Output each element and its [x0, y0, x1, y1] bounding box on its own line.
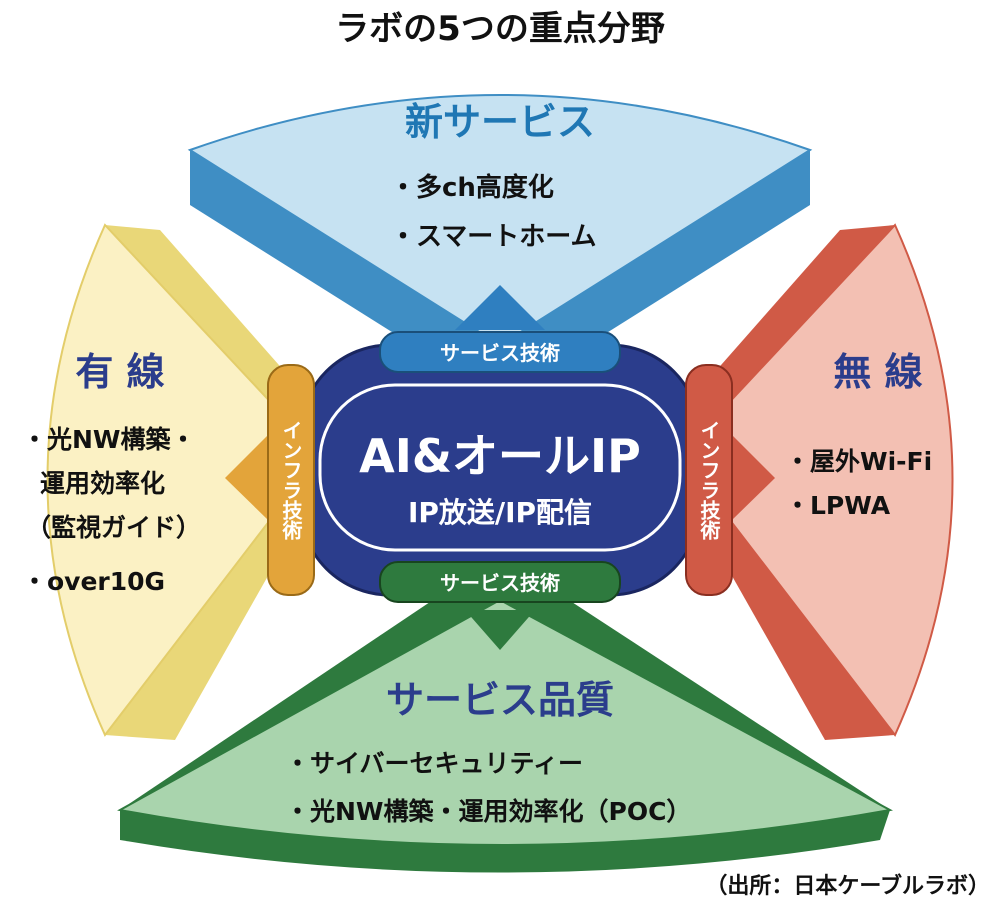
connector-bottom-label: サービス技術: [440, 571, 560, 595]
connector-right-label: インフラ技術: [697, 420, 721, 541]
arrow-down-icon: [465, 610, 535, 650]
section-bottom-heading: サービス品質: [386, 678, 614, 722]
section-bottom-item-2: ・光NW構築・運用効率化（POC）: [285, 797, 691, 826]
connector-top: サービス技術: [379, 331, 621, 373]
section-right: 無 線 ・屋外Wi-Fi ・LPWA: [655, 223, 954, 740]
section-right-item-1: ・屋外Wi-Fi: [785, 447, 932, 476]
center-main-label: AI&オールIP: [359, 429, 641, 483]
section-bottom: サービス品質 ・サイバーセキュリティー ・光NW構築・運用効率化（POC）: [117, 555, 893, 873]
section-top-item-2: ・スマートホーム: [390, 222, 596, 252]
arrow-right-icon: [732, 435, 775, 520]
section-top-item-1: ・多ch高度化: [390, 172, 554, 203]
connector-top-label: サービス技術: [440, 341, 560, 365]
center-sub-label: IP放送/IP配信: [408, 496, 592, 529]
section-right-face: [678, 223, 954, 737]
section-top-heading: 新サービス: [405, 100, 595, 144]
section-left-face: [46, 223, 322, 737]
section-bottom-face: [117, 598, 893, 846]
section-top-face: [187, 94, 813, 347]
section-bottom-item-1: ・サイバーセキュリティー: [285, 749, 583, 778]
section-top: 新サービス ・多ch高度化 ・スマートホーム: [187, 94, 813, 400]
connector-bottom-pill: [379, 561, 621, 603]
section-left-heading: 有 線: [75, 350, 164, 394]
center-hub: AI&オールIP IP放送/IP配信: [298, 343, 702, 597]
connector-left: インフラ技術: [267, 364, 315, 596]
section-right-heading: 無 線: [833, 350, 922, 394]
connector-right: インフラ技術: [685, 364, 733, 596]
source-note: （出所：日本ケーブルラボ）: [705, 873, 990, 899]
section-left-item-3: （監視ガイド）: [26, 513, 201, 542]
connector-left-label: インフラ技術: [279, 420, 303, 541]
connector-right-pill: [685, 364, 733, 596]
connector-bottom: サービス技術: [379, 561, 621, 603]
section-left-item-1: ・光NW構築・: [22, 425, 196, 454]
section-right-item-2: ・LPWA: [785, 491, 891, 520]
section-left: 有 線 ・光NW構築・ 運用効率化 （監視ガイド） ・over10G: [22, 223, 345, 740]
section-left-item-2: 運用効率化: [40, 469, 165, 498]
connector-left-pill: [267, 364, 315, 596]
diagram-title: ラボの5つの重点分野: [335, 9, 665, 49]
center-box-inner-ring: [318, 383, 682, 552]
connector-top-pill: [379, 331, 621, 373]
arrow-up-icon: [455, 285, 545, 330]
section-left-item-4: ・over10G: [22, 567, 165, 596]
arrow-left-icon: [225, 435, 268, 520]
